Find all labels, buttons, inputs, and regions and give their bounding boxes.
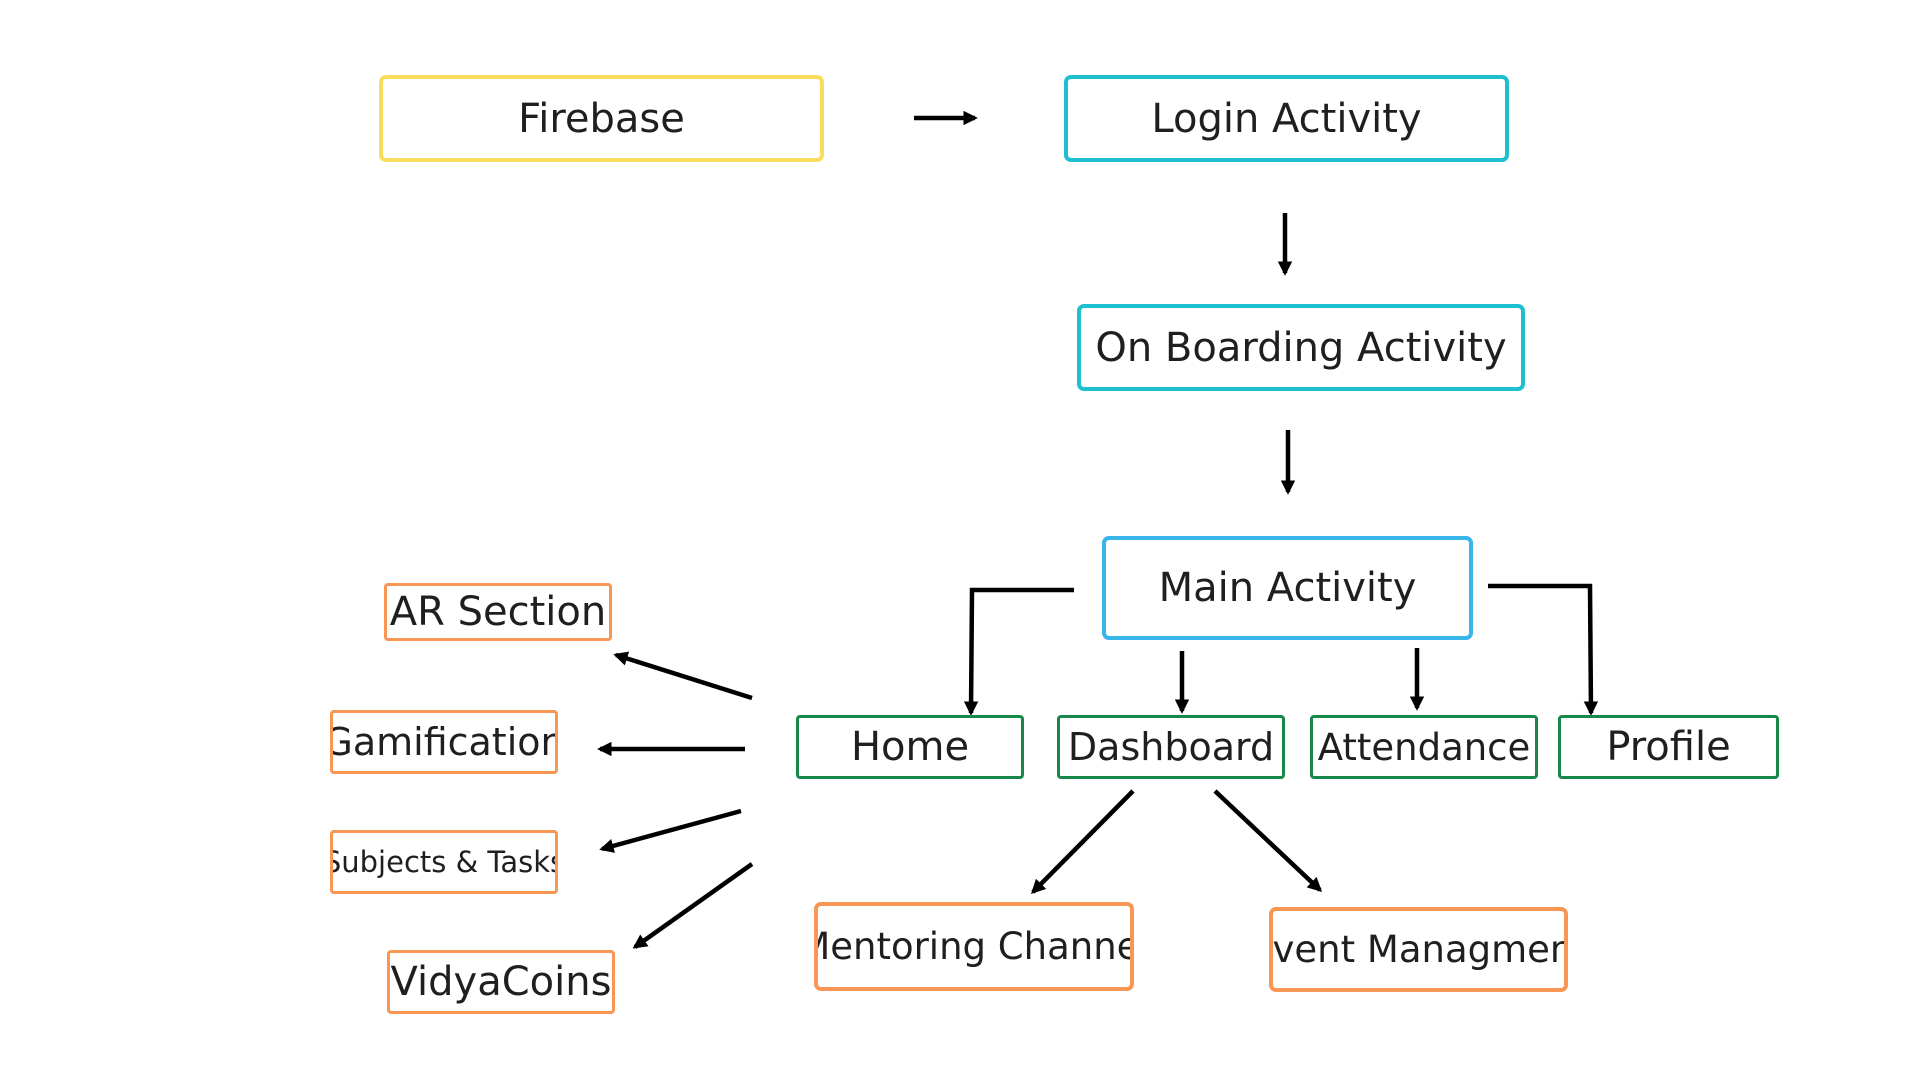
arrow-main-to-profile xyxy=(1488,583,1599,716)
dashboard-node: Dashboard xyxy=(1057,715,1285,779)
arrow-home-to-vidyacoins xyxy=(632,862,754,949)
home-node: Home xyxy=(796,715,1024,779)
arrow-home-to-subjects xyxy=(599,808,742,853)
arrow-main-to-home xyxy=(963,587,1074,716)
onboarding-activity-node: On Boarding Activity xyxy=(1077,304,1525,391)
gamification-node: Gamification xyxy=(330,710,558,774)
arrow-home-to-ar-section xyxy=(613,651,753,701)
mentoring-channel-node: Mentoring Channel xyxy=(814,902,1134,991)
arrow-dashboard-to-mentoring xyxy=(1030,789,1135,895)
ar-section-node: AR Section xyxy=(384,583,612,641)
main-activity-node: Main Activity xyxy=(1102,536,1473,640)
firebase-node: Firebase xyxy=(379,75,824,162)
login-activity-node: Login Activity xyxy=(1064,75,1509,162)
arrow-dashboard-to-event xyxy=(1213,789,1323,892)
event-management-node: Event Managment xyxy=(1269,907,1568,992)
subjects-tasks-node: Subjects & Tasks xyxy=(330,830,558,894)
profile-node: Profile xyxy=(1558,715,1779,779)
vidyacoins-node: VidyaCoins xyxy=(387,950,615,1014)
attendance-node: Attendance xyxy=(1310,715,1538,779)
